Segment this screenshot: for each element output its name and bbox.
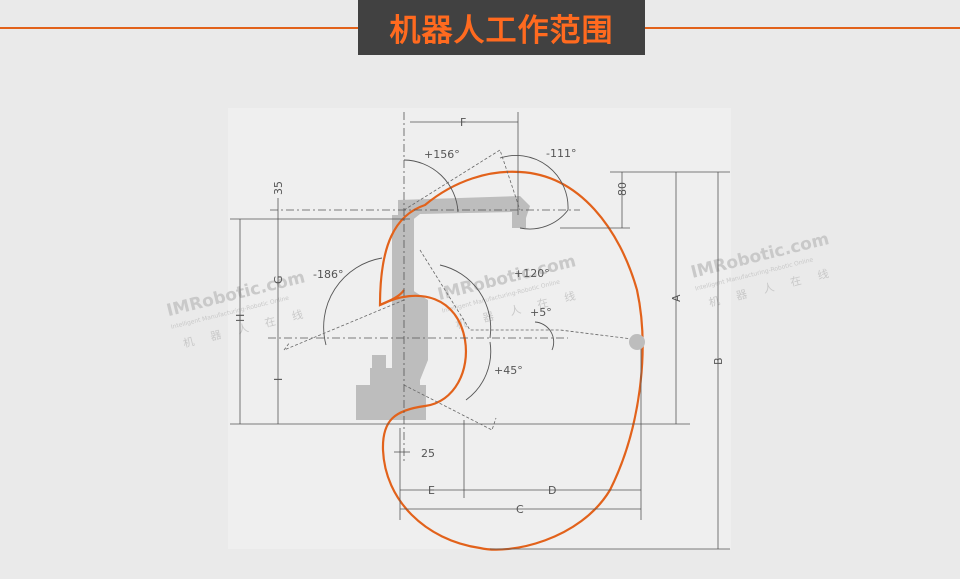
angle-45-label: +45° <box>494 364 523 377</box>
dim-d-label: D <box>548 484 556 497</box>
angle-5-label: +5° <box>530 306 552 319</box>
svg-text:器: 器 <box>735 287 749 302</box>
dim-c-label: C <box>516 503 524 516</box>
angle-120-label: +120° <box>514 267 550 280</box>
arc-111 <box>499 155 569 230</box>
svg-text:器: 器 <box>209 328 223 343</box>
svg-text:在: 在 <box>263 315 277 330</box>
svg-text:线: 线 <box>563 288 577 304</box>
arm-pose-forward <box>419 249 641 341</box>
arc-45 <box>465 341 492 401</box>
angle-111-label: -111° <box>546 147 576 160</box>
dim-g-label: G <box>272 275 285 284</box>
svg-text:人: 人 <box>236 321 250 336</box>
dim-25-label: 25 <box>421 447 435 460</box>
arc-156 <box>403 159 459 213</box>
arm-pose-back <box>282 299 405 351</box>
svg-text:机: 机 <box>182 334 196 350</box>
work-envelope <box>378 170 644 551</box>
svg-text:机: 机 <box>707 293 721 309</box>
svg-text:线: 线 <box>290 307 304 323</box>
watermark-center: IMRobotic.com Intelligent Manufacturing-… <box>436 251 578 331</box>
tool-flange <box>629 334 645 350</box>
svg-text:人: 人 <box>762 281 776 296</box>
svg-text:线: 线 <box>816 266 830 282</box>
arm-pose-down <box>403 384 497 431</box>
arm-pose-up <box>403 149 521 211</box>
dim-b-label: B <box>712 357 725 365</box>
robot-silhouette <box>356 196 530 420</box>
angle-156-label: +156° <box>424 148 460 161</box>
dim-h-label: H <box>234 314 247 322</box>
dim-80-label: 80 <box>616 182 629 196</box>
envelope-inner-cut <box>379 289 405 307</box>
svg-text:器: 器 <box>481 310 495 325</box>
svg-text:人: 人 <box>509 303 523 318</box>
diagram-panel <box>228 108 731 549</box>
page-title: 机器人工作范围 <box>358 0 645 55</box>
arc-5 <box>534 321 555 351</box>
dim-35-label: 35 <box>272 181 285 195</box>
dim-f-label: F <box>460 116 466 129</box>
dim-i-label: I <box>272 378 285 381</box>
svg-text:在: 在 <box>536 296 550 311</box>
dim-e-label: E <box>428 484 435 497</box>
svg-text:在: 在 <box>789 274 803 289</box>
arc-120 <box>439 264 492 339</box>
dim-a-label: A <box>670 294 683 302</box>
watermark-right: IMRobotic.com Intelligent Manufacturing-… <box>689 229 831 309</box>
angle-186-label: -186° <box>313 268 343 281</box>
arc-186 <box>323 257 383 346</box>
